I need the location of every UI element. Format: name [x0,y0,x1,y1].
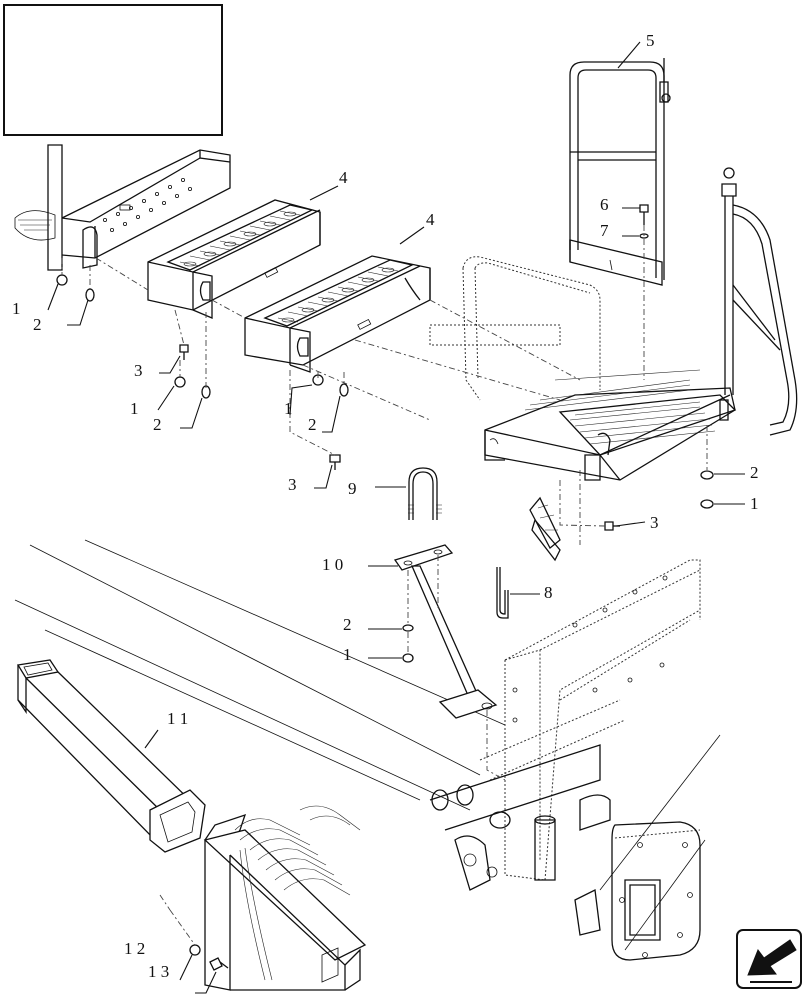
bracket-10 [393,544,498,719]
side-rail [721,167,798,436]
callout-3: 3 [288,475,297,494]
callout-1: 1 [130,399,139,418]
j-hook-8 [496,567,509,619]
callout-7: 7 [600,221,609,240]
leader-lines [47,41,745,994]
callout-3: 3 [134,361,143,380]
callout-2: 2 [308,415,317,434]
frame-rail-lines [14,539,506,811]
lower-grille-section [203,805,367,991]
callout-6: 6 [600,195,609,214]
u-bolt-9 [408,467,442,520]
tube-11 [16,659,206,853]
callout-13: 1 3 [148,962,169,981]
step-hanger-bracket [14,144,231,271]
callout-3: 3 [650,513,659,532]
title-block-frame [3,4,223,136]
assembly-centerlines [61,225,708,946]
callout-10: 1 0 [322,555,343,574]
callout-4: 4 [426,210,435,229]
callout-1: 1 [284,399,293,418]
callout-2: 2 [343,615,352,634]
callout-9: 9 [348,479,357,498]
callout-5: 5 [646,31,655,50]
step-tread-right [244,255,431,373]
callout-11: 1 1 [167,709,188,728]
callout-1: 1 [343,645,352,664]
platform-assembly [429,256,737,481]
callout-2: 2 [750,463,759,482]
callout-8: 8 [544,583,553,602]
callout-1: 1 [750,494,759,513]
callout-2: 2 [153,415,162,434]
callout-1: 1 [12,299,21,318]
main-frame [429,559,721,961]
handrail-5 [569,58,671,286]
callout-labels: 1 2 3 1 2 1 2 3 4 4 5 6 7 2 1 3 9 1 0 8 … [12,31,759,981]
callout-4: 4 [339,168,348,187]
arrow-left-down-icon[interactable] [736,929,802,989]
callout-12: 1 2 [124,939,145,958]
callout-2: 2 [33,315,42,334]
latch-assembly [529,496,561,562]
step-tread-left [147,199,321,319]
